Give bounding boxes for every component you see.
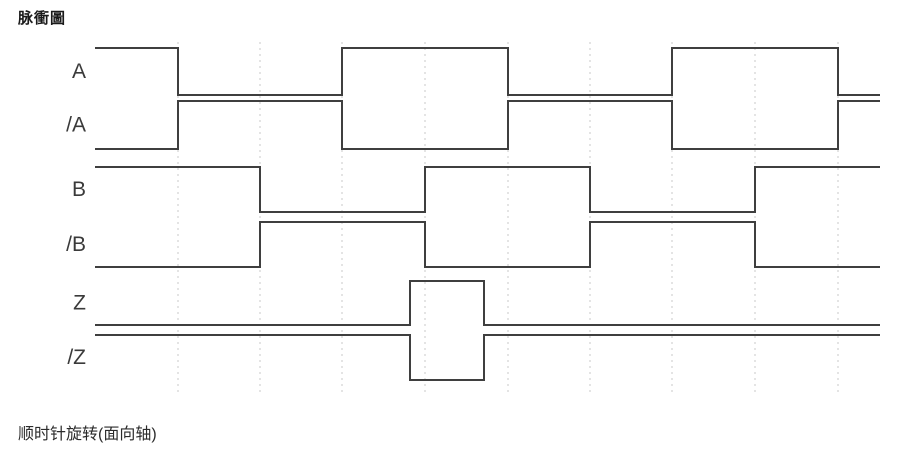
signal-trace-not-A xyxy=(95,100,880,150)
signal-label-Z: Z xyxy=(73,292,86,315)
page-title: 脉衝圖 xyxy=(18,10,67,27)
signal-label-not-B: /B xyxy=(66,233,86,256)
signal-trace-B xyxy=(95,166,880,213)
signal-label-A: A xyxy=(72,60,86,83)
signal-trace-Z xyxy=(95,280,880,326)
signal-trace-A xyxy=(95,47,880,96)
signal-trace-not-B xyxy=(95,221,880,268)
signal-label-not-A: /A xyxy=(66,114,86,137)
signal-label-B: B xyxy=(72,178,86,201)
waveform-diagram: A/A B/B Z/Z xyxy=(66,42,880,392)
caption: 顺时针旋转(面向轴) xyxy=(18,426,157,443)
signal-label-not-Z: /Z xyxy=(67,346,86,369)
signal-trace-not-Z xyxy=(95,334,880,381)
